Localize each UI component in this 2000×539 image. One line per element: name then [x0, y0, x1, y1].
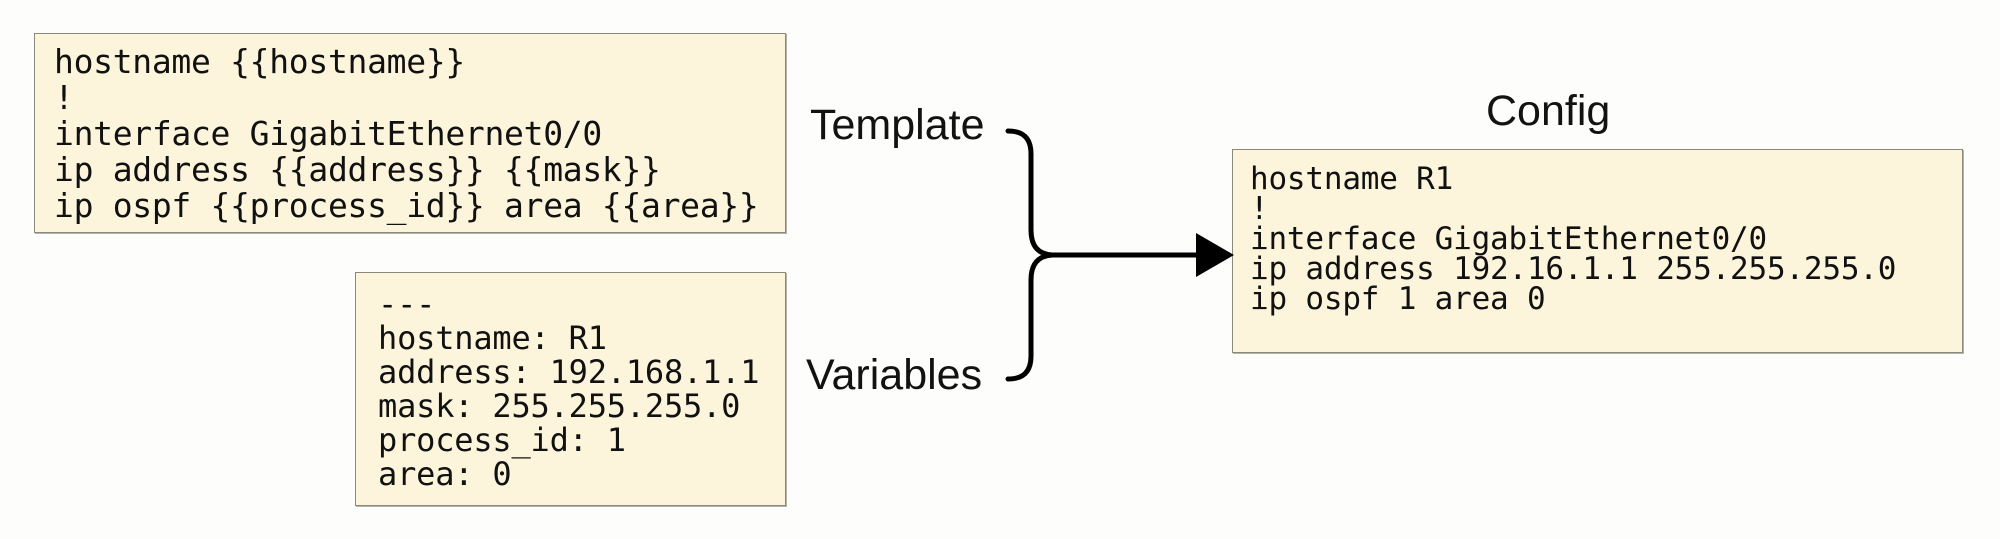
config-code-text: hostname R1 ! interface GigabitEthernet0… [1250, 161, 1897, 317]
config-code-box: hostname R1 ! interface GigabitEthernet0… [1232, 149, 1963, 353]
config-title-label: Config [1486, 87, 1611, 135]
template-code-box: hostname {{hostname}} ! interface Gigabi… [34, 33, 786, 233]
template-code-text: hostname {{hostname}} ! interface Gigabi… [54, 42, 759, 225]
variables-label: Variables [806, 351, 983, 399]
brace-lower-arm [1005, 252, 1055, 382]
variables-code-text: --- hostname: R1 address: 192.168.1.1 ma… [378, 285, 760, 493]
template-label: Template [810, 101, 985, 149]
brace-upper-arm [1005, 128, 1055, 258]
variables-code-box: --- hostname: R1 address: 192.168.1.1 ma… [355, 272, 786, 506]
arrow-head-icon [1196, 233, 1234, 277]
